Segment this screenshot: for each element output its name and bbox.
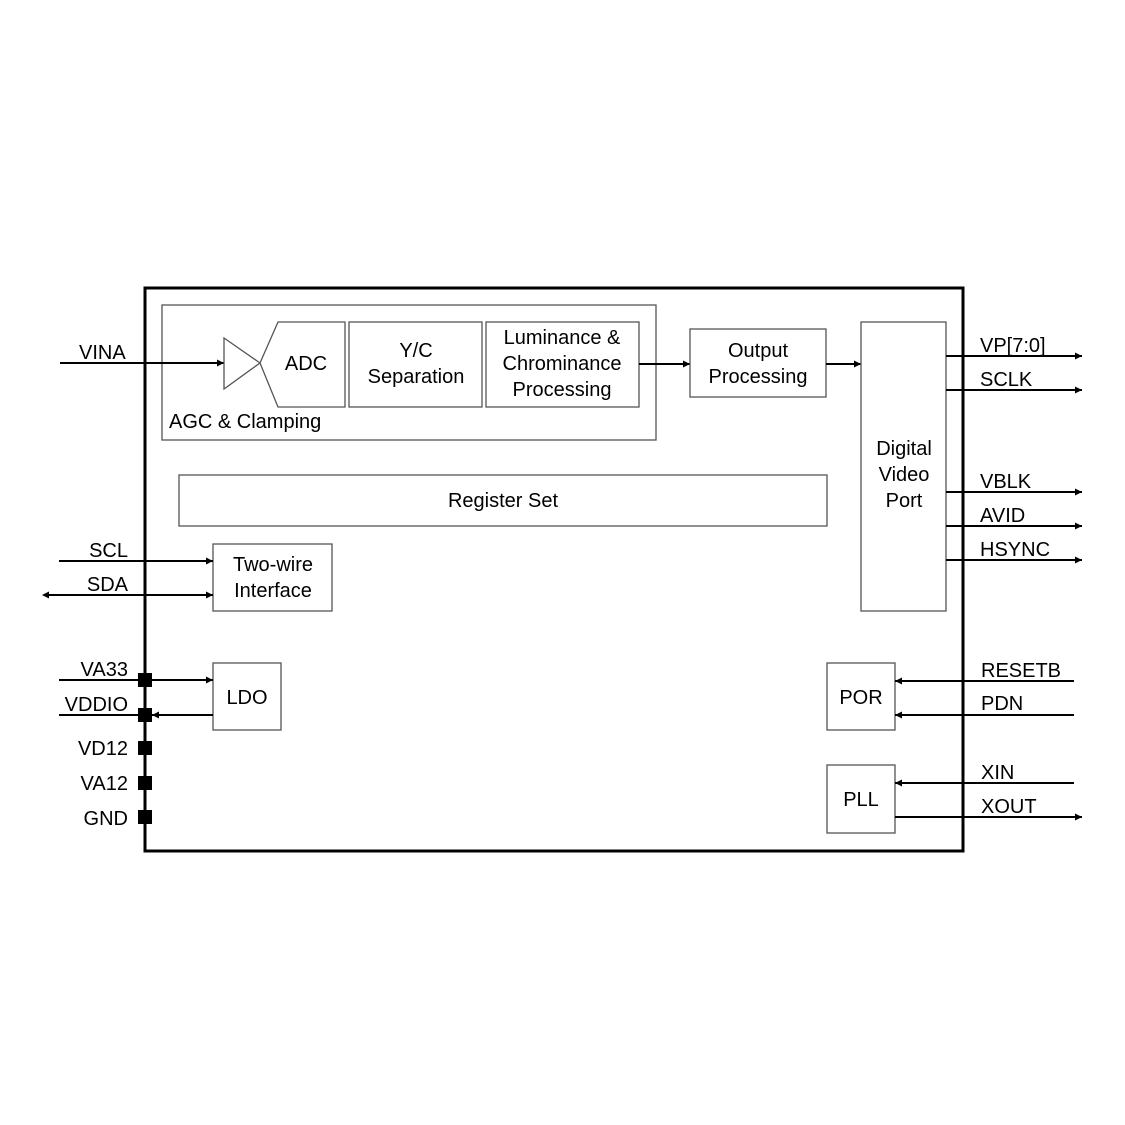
gnd-pad bbox=[138, 810, 152, 824]
lum-chrom-line2: Chrominance bbox=[503, 353, 622, 375]
yc-separation-block bbox=[348, 321, 483, 408]
two-wire-interface-block bbox=[212, 543, 333, 612]
pdn-pin-label: PDN bbox=[981, 693, 1023, 715]
dvp-line2: Video bbox=[879, 464, 930, 486]
chip-outline bbox=[143, 286, 965, 853]
lum-chrom-line3: Processing bbox=[513, 379, 612, 401]
por-label: POR bbox=[839, 687, 882, 709]
vina-pin-label: VINA bbox=[79, 342, 126, 364]
two-wire-line1: Two-wire bbox=[233, 554, 313, 576]
output-processing-block bbox=[689, 328, 827, 398]
sclk-pin-label: SCLK bbox=[980, 369, 1033, 391]
sda-pin-label: SDA bbox=[87, 574, 129, 596]
pll-block bbox=[826, 764, 896, 834]
por-block bbox=[826, 662, 896, 731]
vp-pin-label: VP[7:0] bbox=[980, 335, 1046, 357]
ldo-block bbox=[212, 662, 282, 731]
vddio-pin-label: VDDIO bbox=[65, 694, 128, 716]
resetb-pin-label: RESETB bbox=[981, 660, 1061, 682]
va12-pin-label: VA12 bbox=[81, 773, 128, 795]
register-set-label: Register Set bbox=[448, 490, 558, 512]
xin-pin-label: XIN bbox=[981, 762, 1014, 784]
yc-separation-line2: Separation bbox=[368, 366, 465, 388]
dvp-line1: Digital bbox=[876, 438, 932, 460]
vd12-pin-label: VD12 bbox=[78, 738, 128, 760]
digital-video-port-block bbox=[860, 321, 947, 612]
avid-pin-label: AVID bbox=[980, 505, 1025, 527]
yc-separation-line1: Y/C bbox=[399, 340, 432, 362]
output-processing-line1: Output bbox=[728, 340, 788, 362]
output-processing-line2: Processing bbox=[709, 366, 808, 388]
gnd-pin-label: GND bbox=[84, 808, 128, 830]
adc-block bbox=[259, 321, 346, 408]
va33-pad bbox=[138, 673, 152, 687]
va33-pin-label: VA33 bbox=[81, 659, 128, 681]
amplifier-icon bbox=[223, 336, 262, 391]
adc-label: ADC bbox=[285, 353, 327, 375]
xout-pin-label: XOUT bbox=[981, 796, 1037, 818]
vd12-pad bbox=[138, 741, 152, 755]
dvp-line3: Port bbox=[886, 490, 923, 512]
ldo-label: LDO bbox=[226, 687, 267, 709]
agc-clamping-label: AGC & Clamping bbox=[169, 411, 321, 433]
va12-pad bbox=[138, 776, 152, 790]
hsync-pin-label: HSYNC bbox=[980, 539, 1050, 561]
two-wire-line2: Interface bbox=[234, 580, 312, 602]
vddio-pad bbox=[138, 708, 152, 722]
pll-label: PLL bbox=[843, 789, 879, 811]
register-set-block bbox=[178, 474, 828, 527]
vblk-pin-label: VBLK bbox=[980, 471, 1032, 493]
lum-chrom-line1: Luminance & bbox=[504, 327, 621, 349]
scl-pin-label: SCL bbox=[89, 540, 128, 562]
